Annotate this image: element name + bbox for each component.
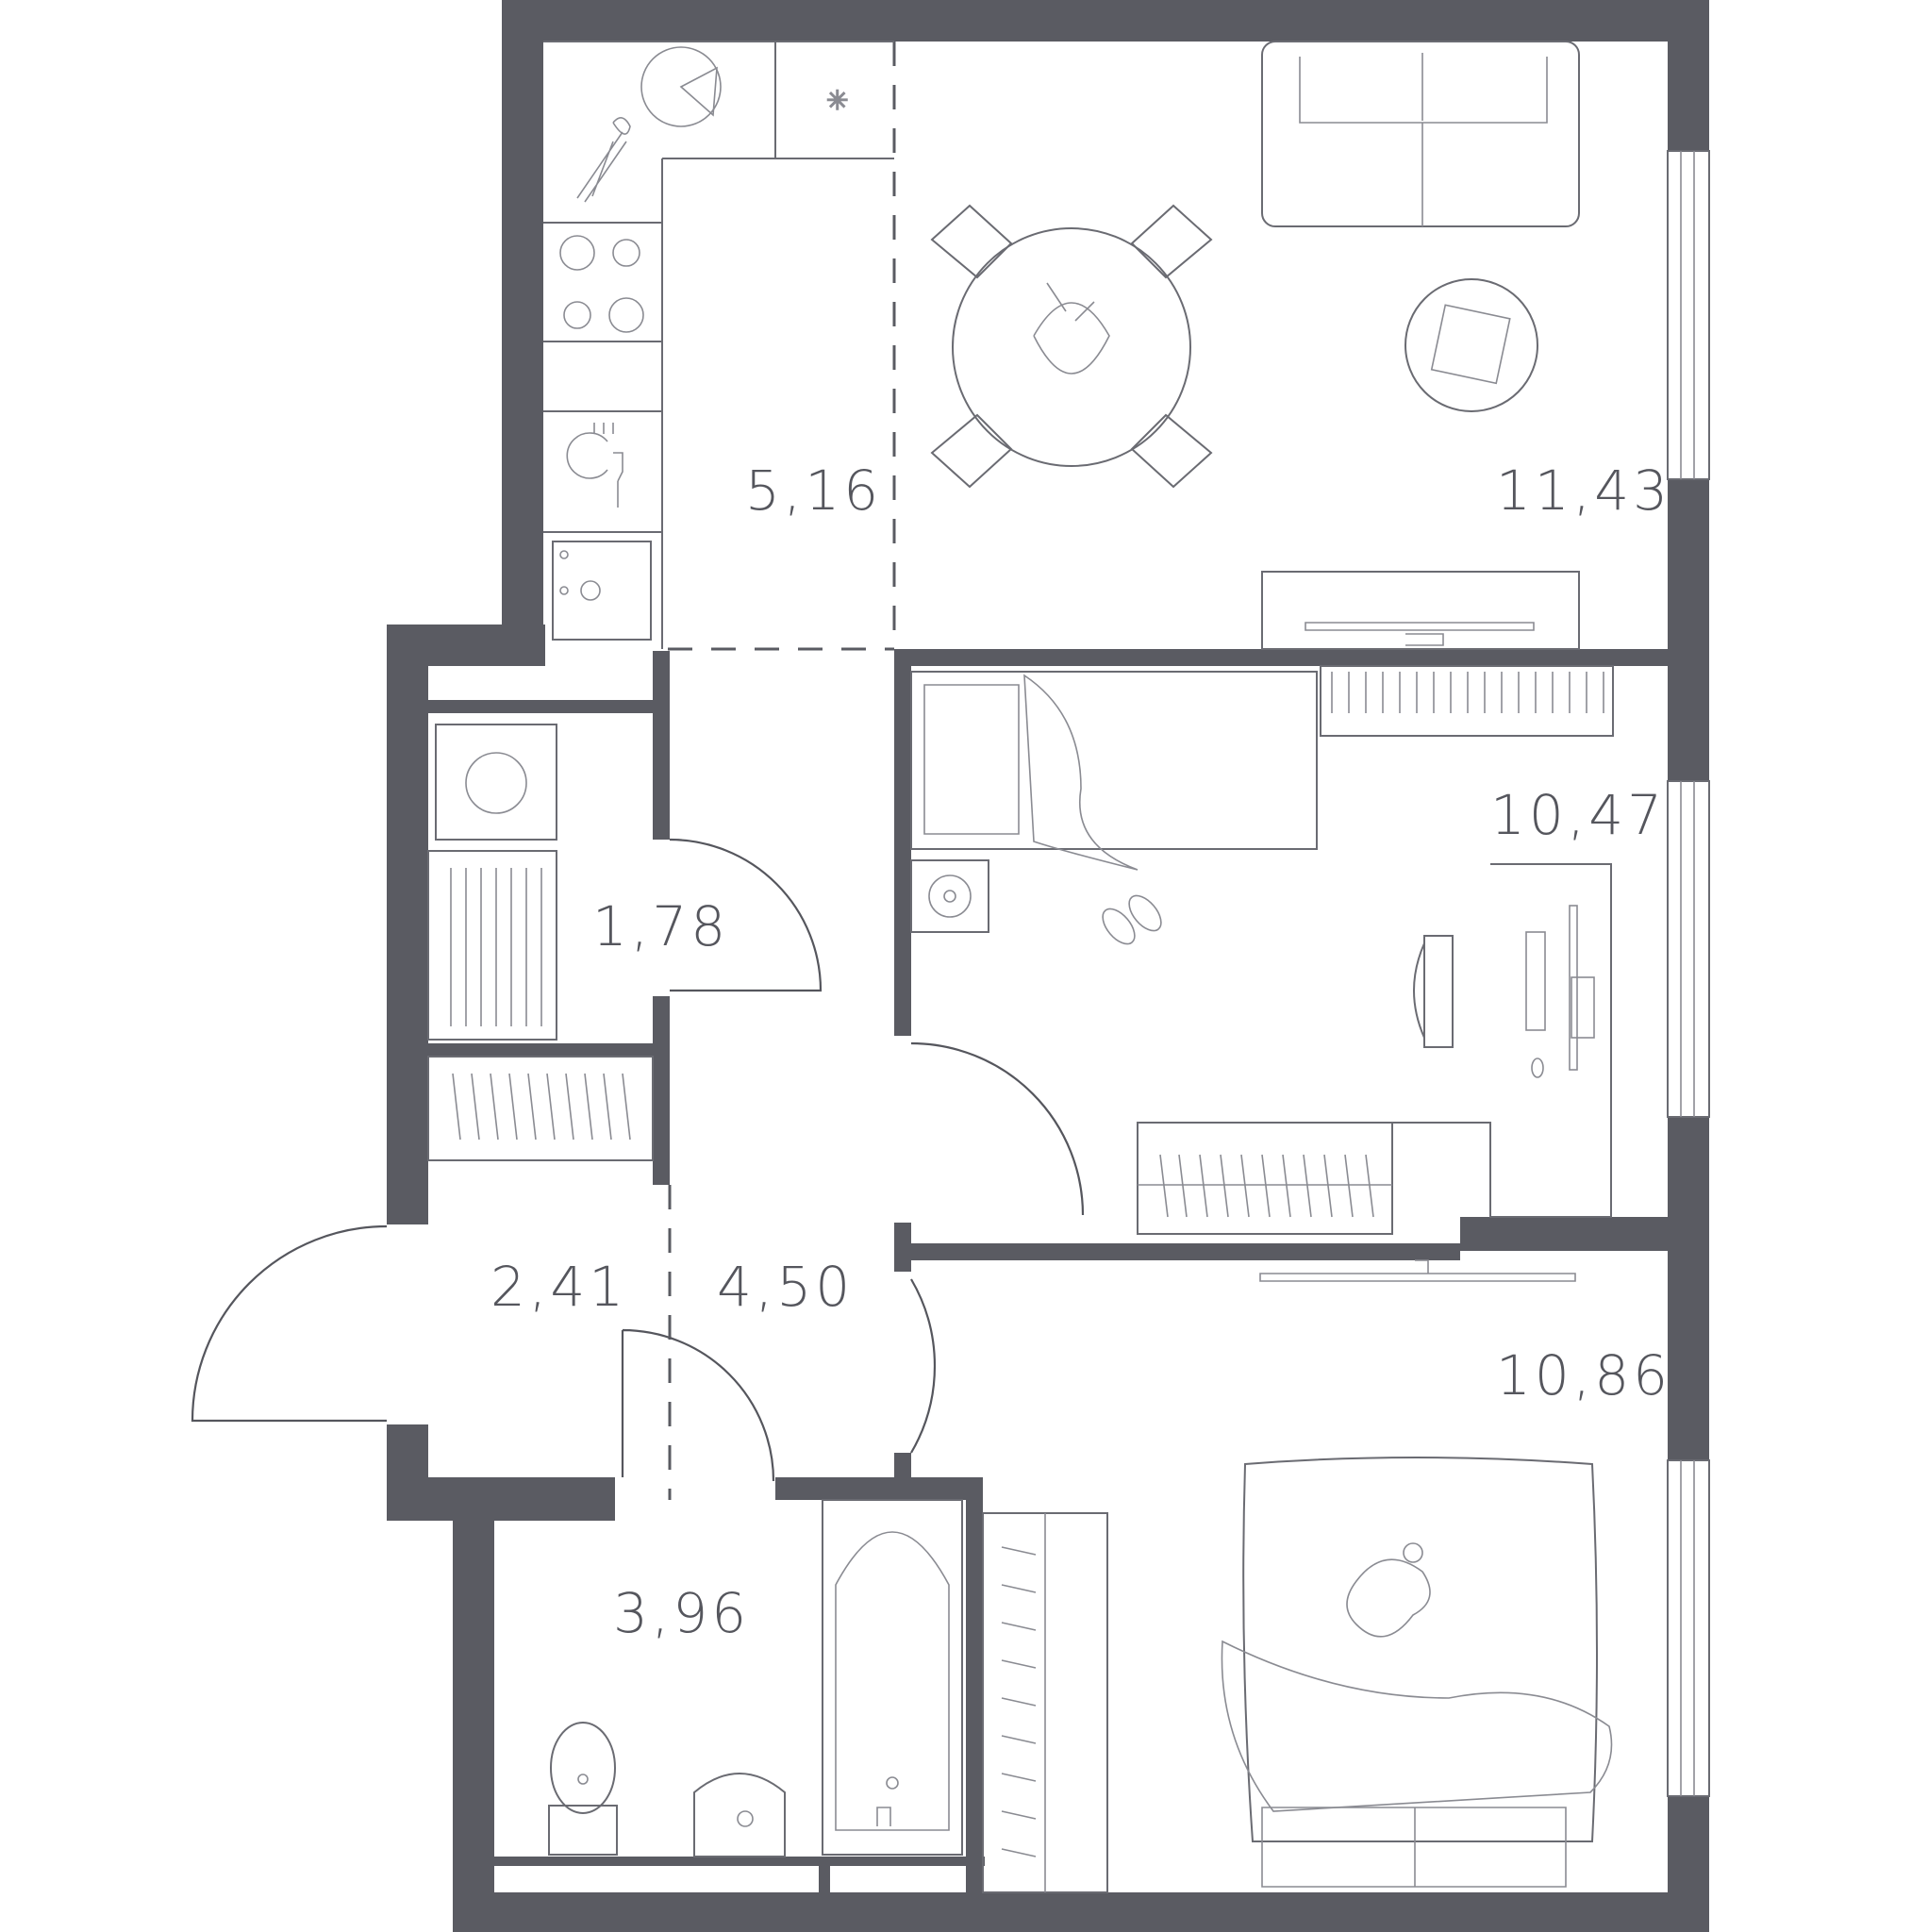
room-area-bedroom-1: 10,47 — [1490, 783, 1666, 847]
dishwasher-icon — [566, 423, 623, 508]
room-area-entry: 2,41 — [490, 1255, 627, 1319]
slippers-icon — [1102, 894, 1162, 945]
wardrobe-icon — [427, 1056, 654, 1161]
window-icon — [1667, 1459, 1710, 1797]
stove-icon — [559, 235, 644, 333]
room-area-hall: 4,50 — [717, 1255, 854, 1319]
window-icon — [1667, 780, 1710, 1118]
pizza-icon — [640, 46, 722, 127]
bed-icon — [910, 671, 1318, 871]
bathtub-icon — [822, 1499, 963, 1856]
wardrobe-icon — [1137, 1122, 1393, 1235]
door-icon — [621, 1328, 775, 1482]
washbasin-icon — [693, 1773, 786, 1857]
toilet-icon — [548, 1722, 618, 1856]
dog-icon — [1346, 1542, 1431, 1638]
door-icon — [669, 838, 823, 992]
chair-icon — [930, 204, 1013, 279]
tv-icon — [1259, 1259, 1576, 1282]
coffee-table-icon — [1404, 278, 1538, 412]
door-icon — [910, 1278, 937, 1454]
office-chair-icon — [1413, 935, 1454, 1048]
room-area-wardrobe: 1,78 — [592, 894, 729, 958]
wardrobe-icon — [427, 850, 557, 1041]
chair-icon — [1130, 413, 1213, 489]
desk-icon — [1139, 863, 1612, 1218]
dining-table-icon — [952, 227, 1191, 467]
monitor-icon — [1525, 905, 1595, 1078]
bed-icon — [1221, 1457, 1613, 1888]
room-area-bathroom: 3,96 — [613, 1581, 750, 1645]
washing-machine-icon — [435, 724, 557, 841]
chair-icon — [930, 413, 1013, 489]
flower-bouquet-icon — [1033, 282, 1110, 375]
flower-bouquet-icon — [576, 117, 631, 203]
radiator-icon — [1320, 665, 1614, 737]
snowflake-icon: ✳ — [826, 85, 848, 116]
wardrobe-icon — [982, 1512, 1108, 1893]
room-area-living: 11,43 — [1496, 458, 1671, 523]
room-area-bedroom-2: 10,86 — [1496, 1343, 1671, 1407]
walls — [387, 0, 1709, 1932]
door-icon — [191, 1224, 388, 1423]
kitchen-counter — [543, 41, 894, 649]
tv-icon — [1261, 571, 1580, 650]
window-icon — [1667, 150, 1710, 480]
room-area-kitchen: 5,16 — [745, 458, 882, 523]
zone-divider — [668, 42, 896, 1500]
door-icon — [910, 1041, 1085, 1216]
washing-machine-icon — [910, 859, 989, 933]
sink-icon — [552, 541, 652, 641]
sofa-icon — [1261, 41, 1580, 227]
chair-icon — [1130, 204, 1213, 279]
